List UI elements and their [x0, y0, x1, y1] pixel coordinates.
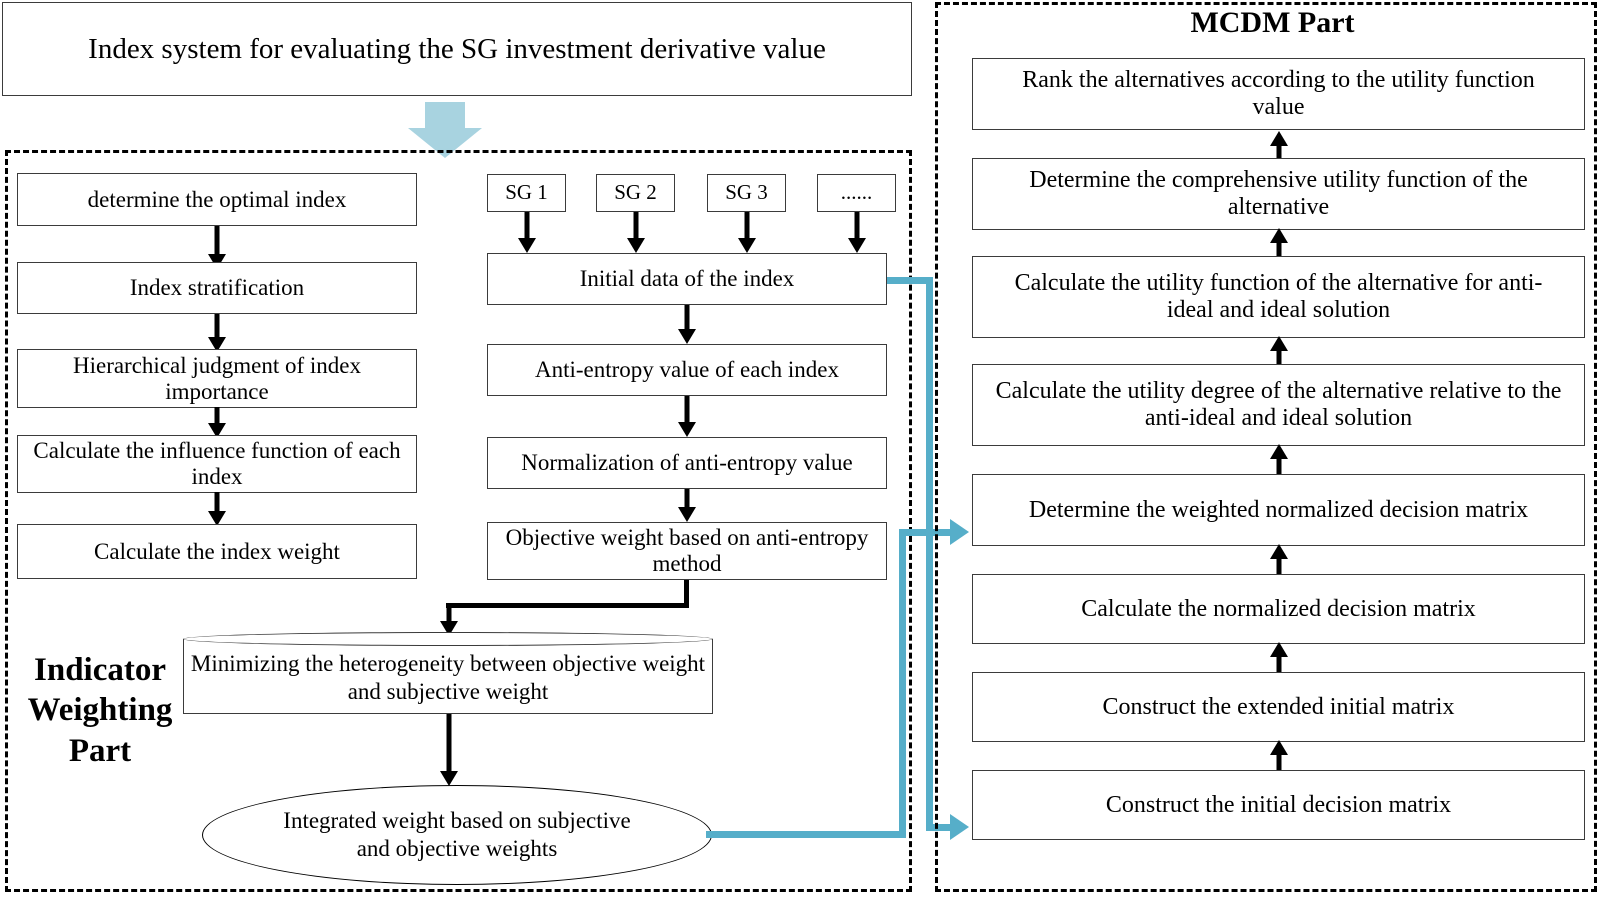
mcdm-region: [935, 2, 1597, 892]
middle-step-1: Initial data of the index: [487, 253, 887, 305]
cylinder-node-minimize-heterogeneity: Minimizing the heterogeneity between obj…: [183, 632, 713, 714]
source-box-sg-2: SG 2: [596, 174, 675, 212]
mcdm-step-weighted-normalized-matrix: Determine the weighted normalized decisi…: [972, 474, 1585, 546]
elbow-vertical-from-objective-weight: [684, 580, 689, 608]
teal-line-initialdata-horizontal: [887, 277, 933, 284]
arrow-sg3-initial: [737, 212, 757, 253]
arrow-mcdm-3-2: [1269, 228, 1289, 259]
teal-line-to-initial-matrix-vertical: [926, 529, 933, 831]
middle-step-4: Objective weight based on anti-entropy m…: [487, 522, 887, 580]
middle-step-2: Anti-entropy value of each index: [487, 344, 887, 396]
mcdm-step-comprehensive-utility: Determine the comprehensive utility func…: [972, 158, 1585, 230]
teal-arrowhead-to-weighted-matrix: [950, 519, 969, 545]
arrow-mid-2-3: [677, 396, 697, 437]
cylinder-body: [183, 639, 713, 714]
teal-line-ellipse-vertical: [899, 529, 906, 838]
teal-line-ellipse-horizontal: [706, 831, 906, 838]
left-step-4: Calculate the influence function of each…: [17, 435, 417, 493]
middle-step-3: Normalization of anti-entropy value: [487, 437, 887, 489]
arrow-left-2-3: [207, 314, 227, 352]
mcdm-step-utility-function: Calculate the utility function of the al…: [972, 256, 1585, 338]
arrow-cylinder-to-ellipse: [439, 714, 459, 786]
arrow-left-4-5: [207, 492, 227, 526]
elbow-horizontal-to-cylinder: [446, 603, 689, 608]
cylinder-cap: [183, 632, 713, 646]
title-box: Index system for evaluating the SG inves…: [2, 2, 912, 96]
mcdm-part-title: MCDM Part: [1190, 6, 1355, 39]
left-step-5: Calculate the index weight: [17, 524, 417, 579]
indicator-weighting-region: [5, 150, 912, 892]
left-step-2: Index stratification: [17, 262, 417, 314]
arrow-mcdm-5-4: [1269, 444, 1289, 477]
source-box-sg-1: SG 1: [487, 174, 566, 212]
mcdm-step-normalized-matrix: Calculate the normalized decision matrix: [972, 574, 1585, 644]
indicator-weighting-label: Indicator Weighting Part: [27, 652, 173, 769]
arrow-mcdm-6-5: [1269, 544, 1289, 577]
arrow-left-3-4: [207, 407, 227, 438]
arrow-ellipsis-initial: [847, 212, 867, 253]
title-text: Index system for evaluating the SG inves…: [88, 32, 826, 65]
mcdm-step-rank-alternatives: Rank the alternatives according to the u…: [972, 58, 1585, 130]
mcdm-step-utility-degree: Calculate the utility degree of the alte…: [972, 364, 1585, 446]
left-step-3: Hierarchical judgment of index importanc…: [17, 349, 417, 408]
arrow-sg1-initial: [517, 212, 537, 253]
big-down-arrow-icon: [406, 102, 484, 158]
arrow-mcdm-8-7: [1269, 740, 1289, 773]
arrow-mid-3-4: [677, 489, 697, 522]
mcdm-step-initial-decision-matrix: Construct the initial decision matrix: [972, 770, 1585, 840]
left-step-1: determine the optimal index: [17, 173, 417, 226]
source-box-sg-3: SG 3: [707, 174, 786, 212]
arrow-mcdm-4-3: [1269, 336, 1289, 367]
teal-line-initialdata-vertical: [926, 277, 933, 529]
arrow-mcdm-2-1: [1269, 131, 1289, 160]
cylinder-label: Minimizing the heterogeneity between obj…: [190, 651, 706, 704]
teal-arrowhead-to-initial-matrix: [950, 814, 969, 840]
arrow-mcdm-7-6: [1269, 642, 1289, 675]
arrow-sg2-initial: [626, 212, 646, 253]
teal-line-to-initial-matrix-horizontal: [926, 824, 957, 831]
source-box-ellipsis: ......: [817, 174, 896, 212]
mcdm-step-extended-initial-matrix: Construct the extended initial matrix: [972, 672, 1585, 742]
ellipse-node-integrated-weight: Integrated weight based on subjective an…: [202, 785, 712, 885]
arrow-mid-1-2: [677, 305, 697, 344]
